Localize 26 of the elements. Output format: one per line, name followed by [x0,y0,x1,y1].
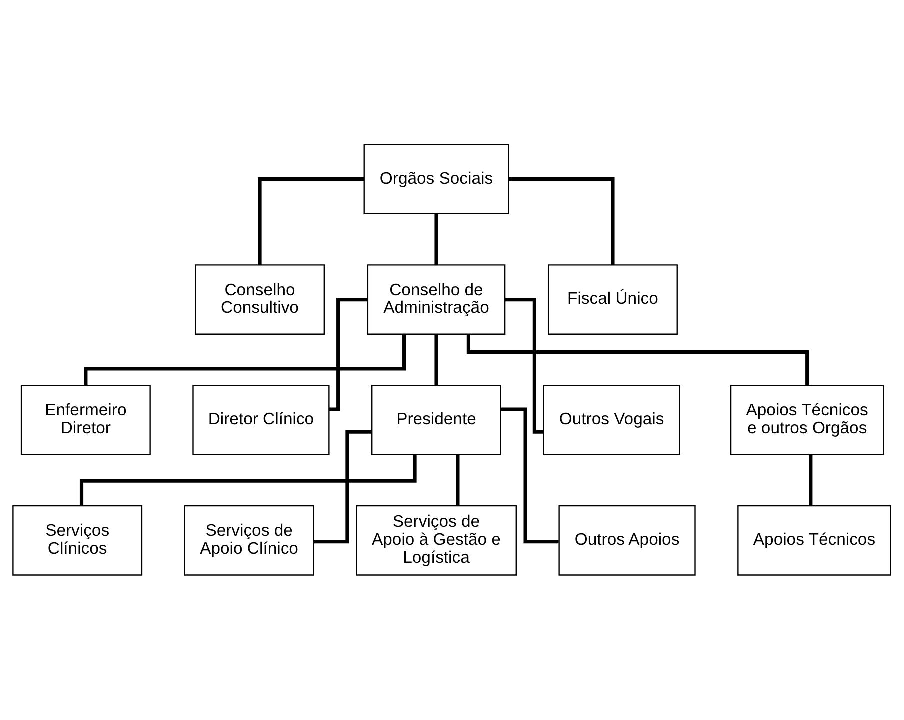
connector [314,430,372,544]
connector [434,214,438,266]
connector [505,298,544,434]
connector [329,298,368,412]
node-box: Conselho Consultivo [195,264,325,335]
connector [501,408,559,544]
connector [456,455,460,506]
node-box: Diretor Clínico [192,385,330,456]
node-box: Conselho de Administração [367,264,506,335]
connector [809,455,813,506]
connector [258,178,364,265]
node-box: Orgãos Sociais [364,144,510,215]
connector [508,178,615,265]
node-box: Fiscal Único [548,264,678,335]
connector [84,334,406,386]
node-box: Enfermeiro Diretor [20,385,151,456]
node-box: Outros Vogais [543,385,680,456]
node-box: Serviços de Apoio Clínico [184,505,314,576]
node-box: Presidente [372,385,502,456]
node-box: Serviços de Apoio à Gestão e Logística [356,505,517,576]
connector [434,334,438,386]
node-box: Serviços Clínicos [12,505,143,576]
node-box: Apoios Técnicos [738,505,892,576]
connector [80,454,417,506]
node-box: Apoios Técnicos e outros Orgãos [730,385,884,456]
node-box: Outros Apoios [558,505,696,576]
